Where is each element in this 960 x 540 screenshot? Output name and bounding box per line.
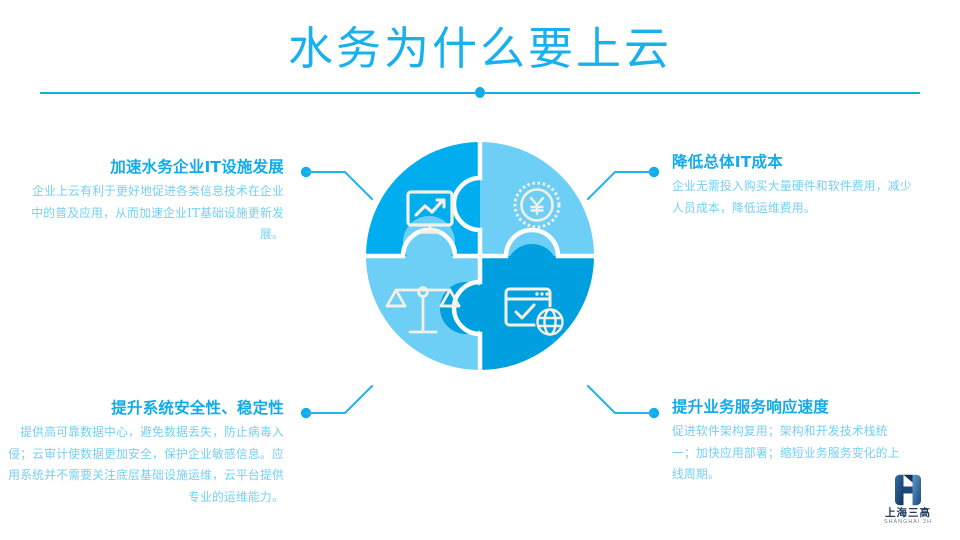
connector-bottom-left bbox=[300, 384, 374, 419]
feature-body-top-left: 企业上云有利于更好地促进各类信息技术在企业中的普及应用，从而加速企业IT基础设施… bbox=[31, 183, 284, 242]
title-container: 水务为什么要上云 bbox=[0, 22, 960, 76]
feature-block-top-left: 加速水务企业IT设施发展 企业上云有利于更好地促进各类信息技术在企业中的普及应用… bbox=[22, 157, 284, 246]
feature-body-bottom-left: 提供高可靠数据中心，避免数据丢失，防止病毒入侵；云审计使数据更加安全，保护企业敏… bbox=[8, 424, 284, 504]
balance-scales-icon bbox=[385, 286, 461, 334]
page-title: 水务为什么要上云 bbox=[287, 22, 672, 75]
title-divider-dot bbox=[475, 87, 485, 98]
browser-globe-icon bbox=[504, 287, 565, 337]
feature-heading-bottom-left: 提升系统安全性、稳定性 bbox=[111, 399, 284, 417]
logo-name-cn: 上海三高 bbox=[885, 507, 931, 519]
feature-body-top-right: 企业无需投入购买大量硬件和软件费用，减少人员成本，降低运维费用。 bbox=[672, 178, 912, 215]
connector-top-left bbox=[300, 166, 374, 201]
four-piece-circular-puzzle bbox=[366, 142, 594, 370]
logo-h-mark-icon bbox=[895, 474, 921, 506]
feature-heading-top-right: 降低总体IT成本 bbox=[672, 153, 783, 171]
feature-block-top-right: 降低总体IT成本 企业无需投入购买大量硬件和软件费用，减少人员成本，降低运维费用… bbox=[672, 152, 922, 219]
globe-icon bbox=[535, 307, 565, 337]
feature-block-bottom-left: 提升系统安全性、稳定性 提供高可靠数据中心，避免数据丢失，防止病毒入侵；云审计使… bbox=[6, 398, 284, 508]
puzzle-piece-top-right bbox=[480, 142, 594, 256]
feature-block-bottom-right: 提升业务服务响应速度 促进软件架构复用；架构和开发技术栈统一；加快应用部署；缩短… bbox=[672, 397, 908, 486]
monitor-chart-icon bbox=[406, 190, 454, 234]
connector-top-right bbox=[586, 166, 660, 201]
feature-body-bottom-right: 促进软件架构复用；架构和开发技术栈统一；加快应用部署；缩短业务服务变化的上线周期… bbox=[672, 423, 900, 482]
feature-heading-top-left: 加速水务企业IT设施发展 bbox=[110, 158, 284, 176]
company-logo: 上海三高 SHANGHAI 3H bbox=[872, 474, 944, 526]
yen-coin-icon bbox=[513, 181, 561, 229]
connector-bottom-right bbox=[586, 384, 660, 419]
feature-heading-bottom-right: 提升业务服务响应速度 bbox=[672, 398, 830, 416]
logo-name-en: SHANGHAI 3H bbox=[883, 519, 932, 526]
puzzle-knob-br-up bbox=[506, 244, 558, 296]
